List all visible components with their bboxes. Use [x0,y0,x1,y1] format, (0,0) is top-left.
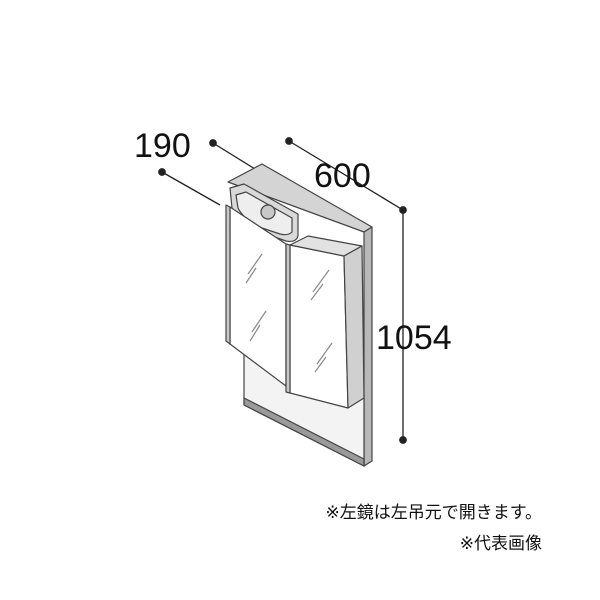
cabinet-bottom-edge [243,397,365,467]
cabinet-side [363,226,373,467]
dimension-lines [158,137,407,444]
depth-line-bottom [161,171,221,206]
width-dot-left [285,137,293,145]
reflection-marks [245,253,333,373]
left-mirror-edge [225,204,231,345]
height-dot-bottom [399,436,407,444]
height-label: 1054 [376,319,452,357]
width-label: 600 [314,157,371,195]
light-knob [260,204,276,220]
right-mirror-edge [285,243,291,394]
depth-dot-bottom [158,168,166,176]
cabinet [225,163,373,467]
right-mirror-door [289,244,349,409]
width-line [288,140,404,211]
depth-dot-top [209,139,217,147]
note-left-mirror-hinge: ※左鏡は左吊元で開きます。 [325,503,542,523]
note-representative-image: ※代表画像 [459,534,542,554]
cabinet-interior [343,245,365,409]
depth-label: 190 [134,127,191,165]
